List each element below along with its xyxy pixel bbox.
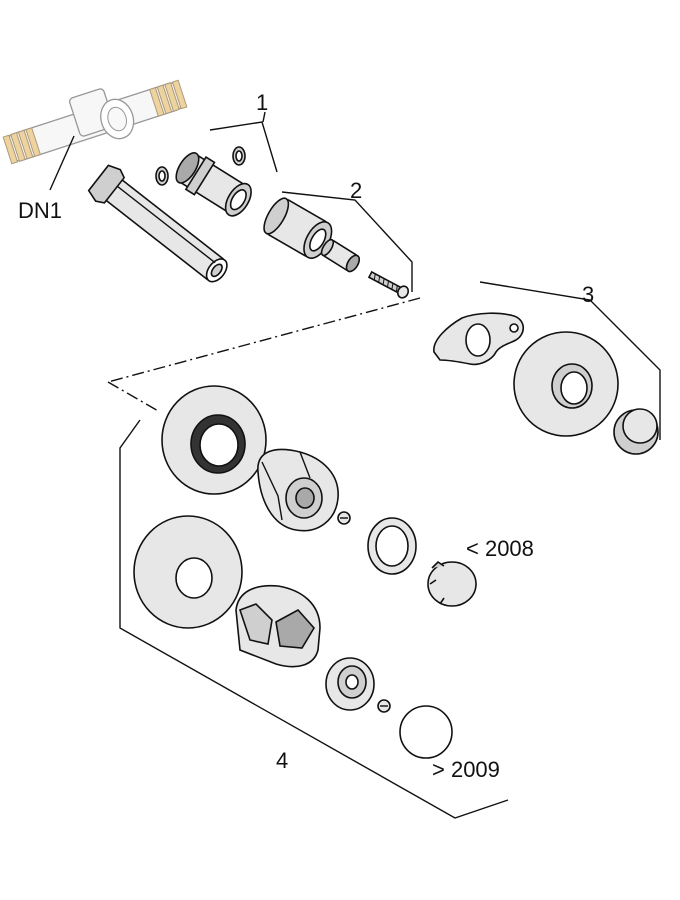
- spindle-insert: [320, 238, 361, 273]
- small-screw-lower: [377, 699, 391, 713]
- rosette-ring-lower: [133, 515, 243, 629]
- dn1-pipe-fitting: [2, 79, 188, 165]
- cap-knob: [613, 408, 659, 455]
- handle-knob-upper: [257, 448, 339, 532]
- group1-bracket-tick: [262, 111, 266, 123]
- handle-cap-lower: [325, 657, 375, 711]
- group1-label: 1: [256, 90, 268, 115]
- group3-label: 3: [582, 282, 594, 307]
- group3-bracket: [479, 281, 661, 440]
- valve-body: [175, 152, 252, 217]
- group4-bracket: [119, 419, 509, 819]
- dn1-label: DN1: [18, 198, 62, 223]
- group2-label: 2: [350, 178, 362, 203]
- cover-cap-old: [427, 560, 477, 607]
- mounting-bracket-plate: [433, 312, 525, 366]
- rosette-ring-upper: [161, 385, 267, 495]
- small-screw-upper: [337, 511, 351, 525]
- label-after-2009: > 2009: [432, 757, 500, 782]
- cover-cap-new: [399, 705, 453, 759]
- group4-label: 4: [276, 748, 288, 773]
- long-screw: [367, 270, 410, 299]
- handle-sleeve-lower: [235, 584, 321, 668]
- label-before-2008: < 2008: [466, 536, 534, 561]
- seal-ring: [367, 517, 417, 575]
- tube-wrench: [87, 164, 228, 283]
- separator-dashdot-line-2: [107, 381, 161, 413]
- cover-rosette-top: [513, 331, 619, 437]
- group2-bracket: [281, 191, 413, 292]
- separator-dashdot-line: [107, 297, 421, 383]
- group1-bracket: [209, 121, 278, 173]
- dn1-leader-line: [49, 135, 75, 191]
- o-ring-left: [155, 166, 169, 186]
- o-ring-right: [232, 146, 246, 166]
